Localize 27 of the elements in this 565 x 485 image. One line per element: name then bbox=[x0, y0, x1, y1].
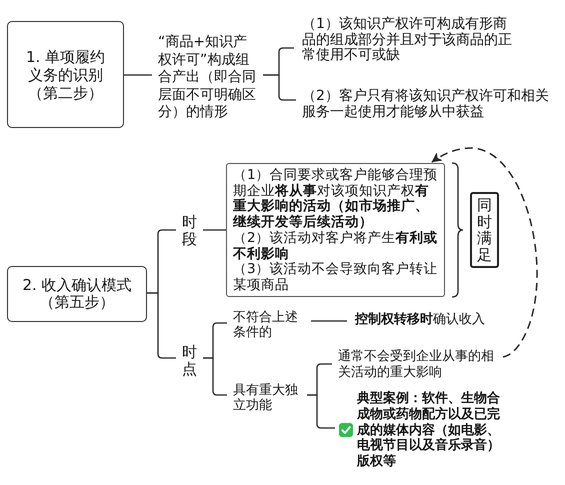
step-title: 2. 收入确认模式（第五步） bbox=[21, 277, 133, 311]
summary-box bbox=[470, 192, 499, 268]
connector-line bbox=[124, 74, 152, 76]
example-text: 典型案例：软件、生物合成物或药物配方以及已完成的媒体内容（如电影、电视节目以及音乐录音）版权等 bbox=[357, 391, 501, 470]
criteria-text: （1）合同要求或客户能够合理预期企业将从事对该项知识产权有重大影响的活动（如市场推广、继续开发等后续活动） bbox=[233, 168, 438, 230]
result-text: 控制权转移时确认收入 bbox=[355, 312, 491, 328]
dashed-arrow bbox=[432, 147, 538, 358]
criteria-text: （2）该活动对客户将产生有利或不利影响 bbox=[233, 230, 438, 262]
step-box bbox=[7, 21, 124, 128]
branch-label: 时点 bbox=[182, 344, 197, 377]
criteria-text: （3）该活动不会导致向客户转让某项商品 bbox=[233, 262, 438, 294]
note-text: 通常不会受到企业从事的相关活动的重大影响 bbox=[338, 349, 500, 381]
connector-line bbox=[311, 320, 347, 322]
connector-line bbox=[263, 74, 296, 101]
criteria-box bbox=[226, 163, 445, 297]
step-box bbox=[7, 266, 147, 322]
branch-label: 时段 bbox=[182, 214, 197, 247]
step-title: 1. 单项履约义务的识别（第二步） bbox=[24, 48, 106, 102]
branch-label: 不符合上述条件的 bbox=[233, 310, 299, 340]
connector-line bbox=[147, 292, 176, 359]
branch-label: 具有重大独立功能 bbox=[233, 383, 299, 413]
scenario-text: “商品+知识产权许可”构成组合产出（即合同层面不可明确区分）的情形 bbox=[158, 34, 260, 122]
condition-text: （1）该知识产权许可构成有形商品的组成部分并且对于该商品的正常使用不可或缺 bbox=[302, 17, 518, 64]
connector-line bbox=[203, 229, 226, 231]
condition-text: （2）客户只有将该知识产权许可和相关服务一起使用才能够从中获益 bbox=[302, 89, 552, 120]
summary-label: 同时满足 bbox=[477, 197, 492, 263]
connector-line bbox=[307, 394, 335, 429]
